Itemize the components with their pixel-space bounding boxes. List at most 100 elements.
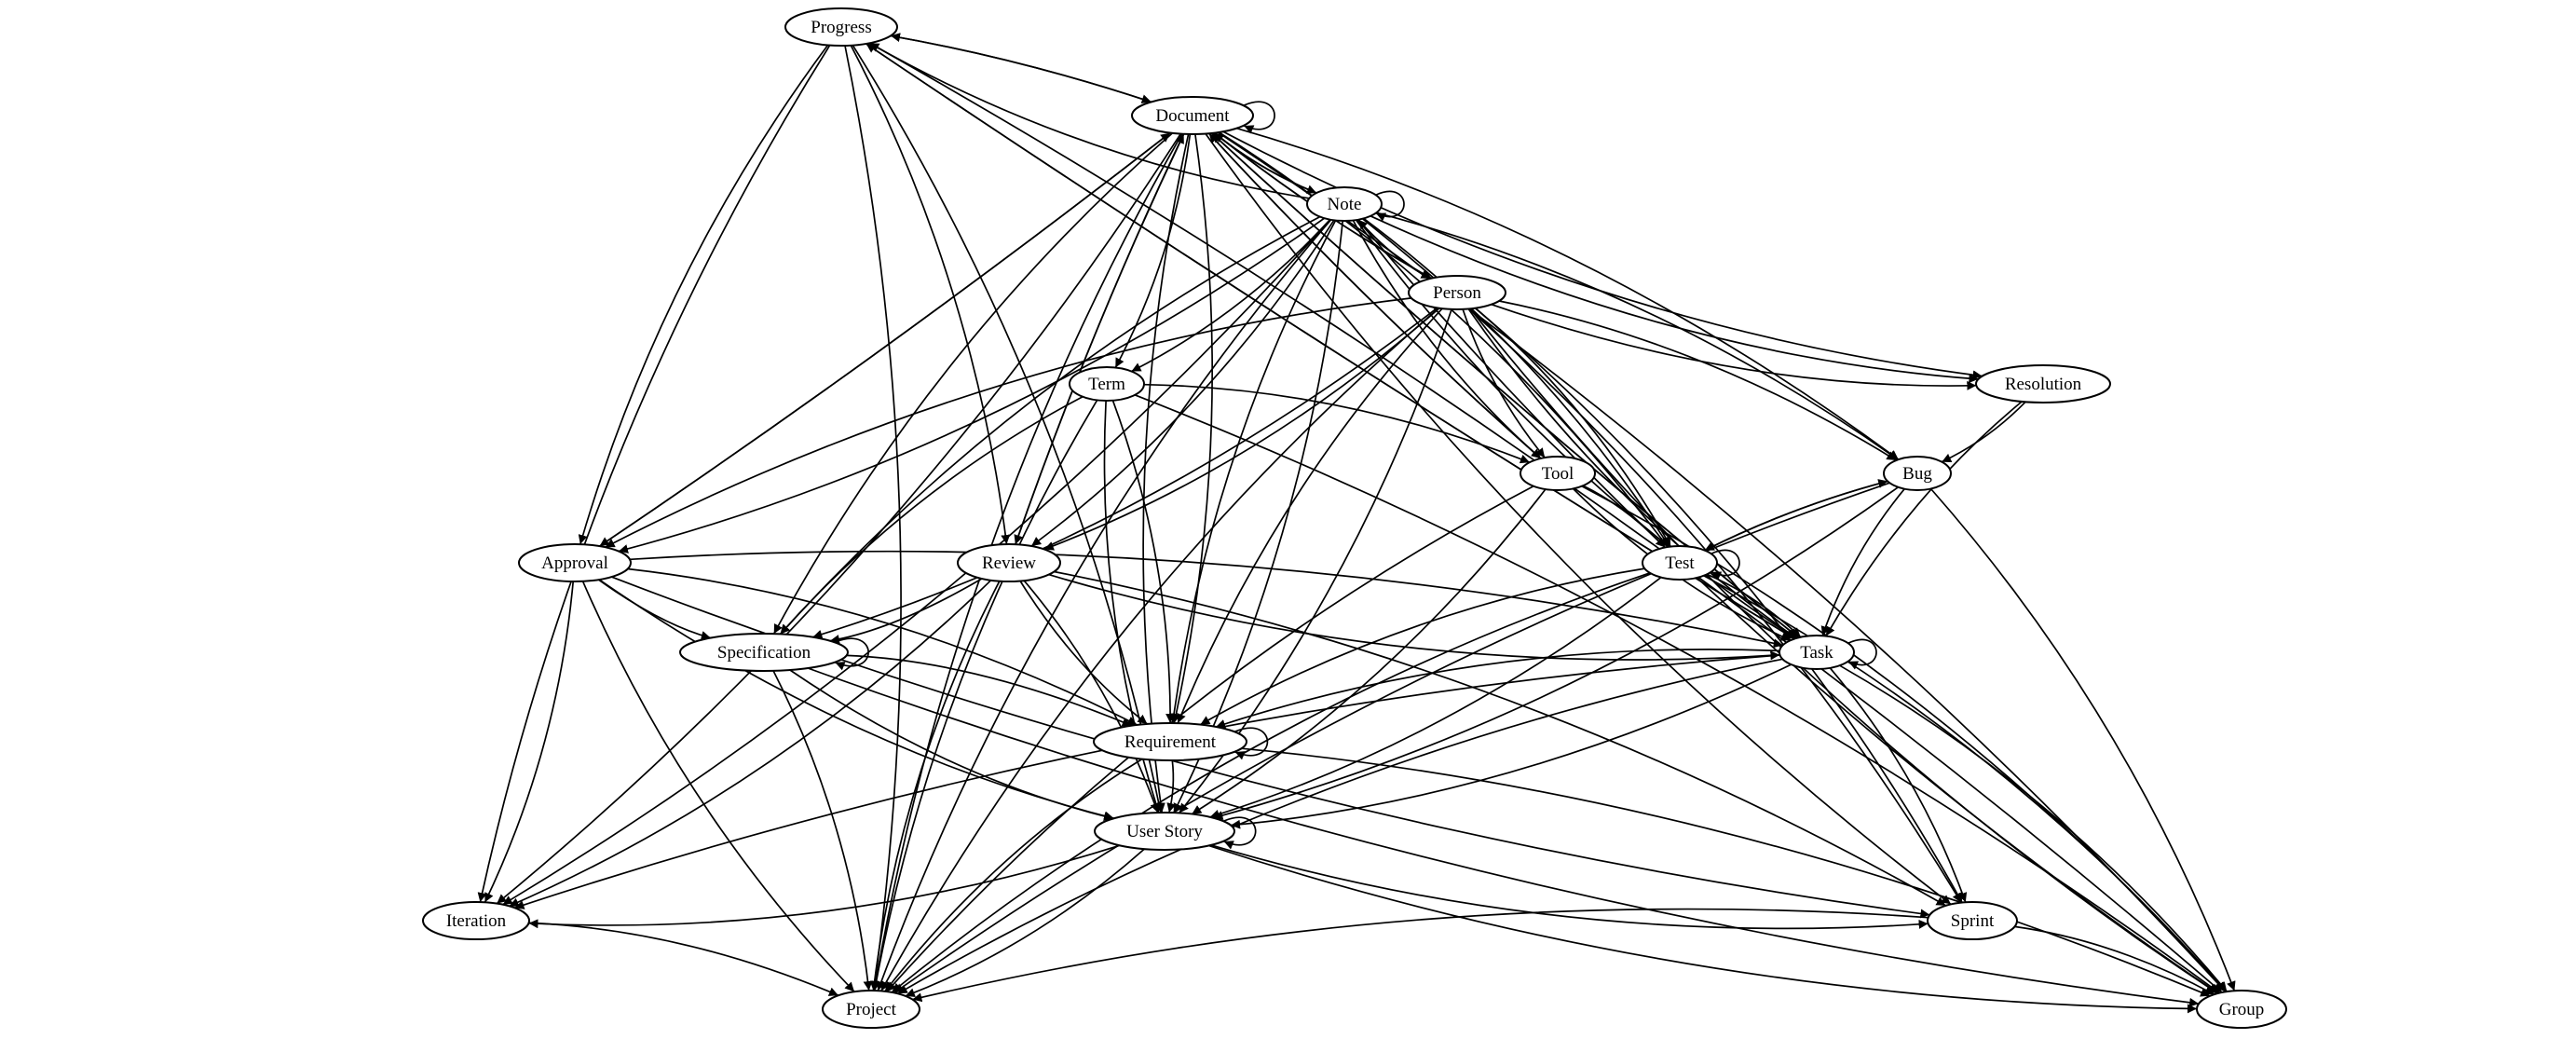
edge-bug-to-task <box>1820 488 1905 636</box>
node-label: Person <box>1433 283 1481 303</box>
node-ellipse <box>1069 366 1145 402</box>
edge-note-to-iteration <box>502 219 1331 906</box>
node-ellipse <box>1883 456 1952 491</box>
node-ellipse <box>784 7 898 47</box>
edge-term-to-group <box>1134 394 2220 994</box>
node-label: Task <box>1800 643 1833 663</box>
node-person: Person <box>1408 275 1506 310</box>
edge-specification-to-project <box>772 670 873 991</box>
node-label: Review <box>982 554 1036 573</box>
edge-requirement-to-user-story <box>1166 759 1177 813</box>
node-ellipse <box>679 633 849 672</box>
node-ellipse <box>1306 186 1383 222</box>
edge-document-to-group <box>1217 131 2227 992</box>
edge-user-story-to-user-story <box>1223 816 1257 850</box>
edge-progress-to-user-story <box>852 45 1164 813</box>
edge-requirement-to-project <box>884 758 1143 992</box>
node-sprint: Sprint <box>1927 901 2018 940</box>
node-label: Progress <box>811 18 871 37</box>
node-requirement: Requirement <box>1093 722 1247 761</box>
edge-review-to-sprint <box>1054 570 1947 907</box>
edge-term-to-specification <box>779 395 1084 635</box>
edge-document-to-requirement <box>1171 133 1213 724</box>
edge-task-to-project <box>897 658 1783 995</box>
edge-person-to-specification <box>812 307 1438 639</box>
edge-person-to-task <box>1467 308 1797 639</box>
node-resolution: Resolution <box>1975 364 2111 403</box>
node-label: Resolution <box>2005 375 2082 394</box>
edge-approval-to-project <box>581 581 855 992</box>
edge-document-to-review <box>1014 133 1185 545</box>
node-document: Document <box>1131 96 1254 135</box>
edge-document-to-user-story <box>1142 133 1190 813</box>
node-ellipse <box>1927 901 2018 940</box>
edge-requirement-to-group <box>1241 747 2211 997</box>
node-specification: Specification <box>679 633 849 672</box>
edge-user-story-to-iteration <box>528 844 1120 929</box>
edge-bug-to-user-story <box>1213 486 1899 820</box>
node-ellipse <box>822 990 920 1029</box>
edge-progress-to-review <box>850 45 1011 545</box>
edge-review-to-project <box>869 581 1001 991</box>
edge-progress-to-iteration <box>477 45 831 903</box>
node-ellipse <box>1093 722 1247 761</box>
edge-task-to-task <box>1847 638 1877 670</box>
edge-note-to-term <box>1131 219 1331 373</box>
edge-document-to-term <box>1114 133 1192 368</box>
edge-task-to-user-story <box>1231 663 1792 829</box>
node-ellipse <box>1779 635 1855 670</box>
edge-approval-to-user-story <box>598 579 1114 821</box>
edge-test-to-project <box>891 571 1651 993</box>
edge-person-to-tool <box>1462 308 1546 458</box>
edge-user-story-to-sprint <box>1210 844 1929 930</box>
edge-user-story-to-group <box>1208 844 2198 1014</box>
edge-task-to-sprint <box>1829 667 1968 903</box>
edge-note-to-tool <box>1352 220 1542 459</box>
edge-layer <box>477 33 2236 1014</box>
node-label: Tool <box>1542 464 1574 484</box>
node-label: Term <box>1088 375 1125 394</box>
edge-test-to-bug <box>1704 479 1888 552</box>
edge-review-to-iteration <box>509 580 992 908</box>
edge-document-to-approval <box>599 131 1171 547</box>
node-group: Group <box>2196 990 2287 1029</box>
node-term: Term <box>1069 366 1145 402</box>
edge-tool-to-user-story <box>1191 488 1547 815</box>
edge-tool-to-test <box>1582 485 1666 549</box>
edge-person-to-resolution <box>1491 303 1977 390</box>
node-task: Task <box>1779 635 1855 670</box>
edge-person-to-note <box>1357 219 1431 280</box>
edge-term-to-requirement <box>1111 400 1176 724</box>
edge-resolution-to-task <box>1825 401 2023 637</box>
edge-note-to-bug <box>1376 212 1899 460</box>
edge-specification-to-specification <box>835 637 869 671</box>
edge-document-to-bug <box>1236 127 1900 460</box>
edge-user-story-to-project <box>905 848 1145 997</box>
edge-person-to-project <box>880 308 1440 991</box>
edge-specification-to-user-story <box>789 669 1114 821</box>
node-review: Review <box>957 543 1061 582</box>
edge-person-to-group <box>1469 308 2218 994</box>
node-label: Test <box>1665 554 1695 573</box>
node-bug: Bug <box>1883 456 1952 491</box>
edge-document-to-sprint <box>1205 133 1952 906</box>
edge-iteration-to-project <box>528 922 839 996</box>
edge-approval-to-document <box>599 131 1171 547</box>
node-label: Project <box>846 1000 897 1019</box>
edge-task-to-iteration <box>514 654 1780 909</box>
edge-note-to-requirement <box>1169 220 1337 724</box>
edge-test-to-user-story <box>1209 576 1662 819</box>
edge-person-to-bug <box>1498 300 1897 461</box>
node-label: Requirement <box>1124 732 1217 752</box>
edge-resolution-to-bug <box>1941 401 2026 463</box>
node-approval: Approval <box>518 543 632 582</box>
edge-specification-to-group <box>807 667 2200 1007</box>
node-ellipse <box>1642 545 1718 581</box>
edge-document-to-resolution <box>1222 130 1983 380</box>
node-ellipse <box>1408 275 1506 310</box>
node-label: Bug <box>1902 464 1932 484</box>
node-note: Note <box>1306 186 1383 222</box>
edge-note-to-progress <box>868 42 1310 199</box>
node-label: Approval <box>541 554 608 573</box>
